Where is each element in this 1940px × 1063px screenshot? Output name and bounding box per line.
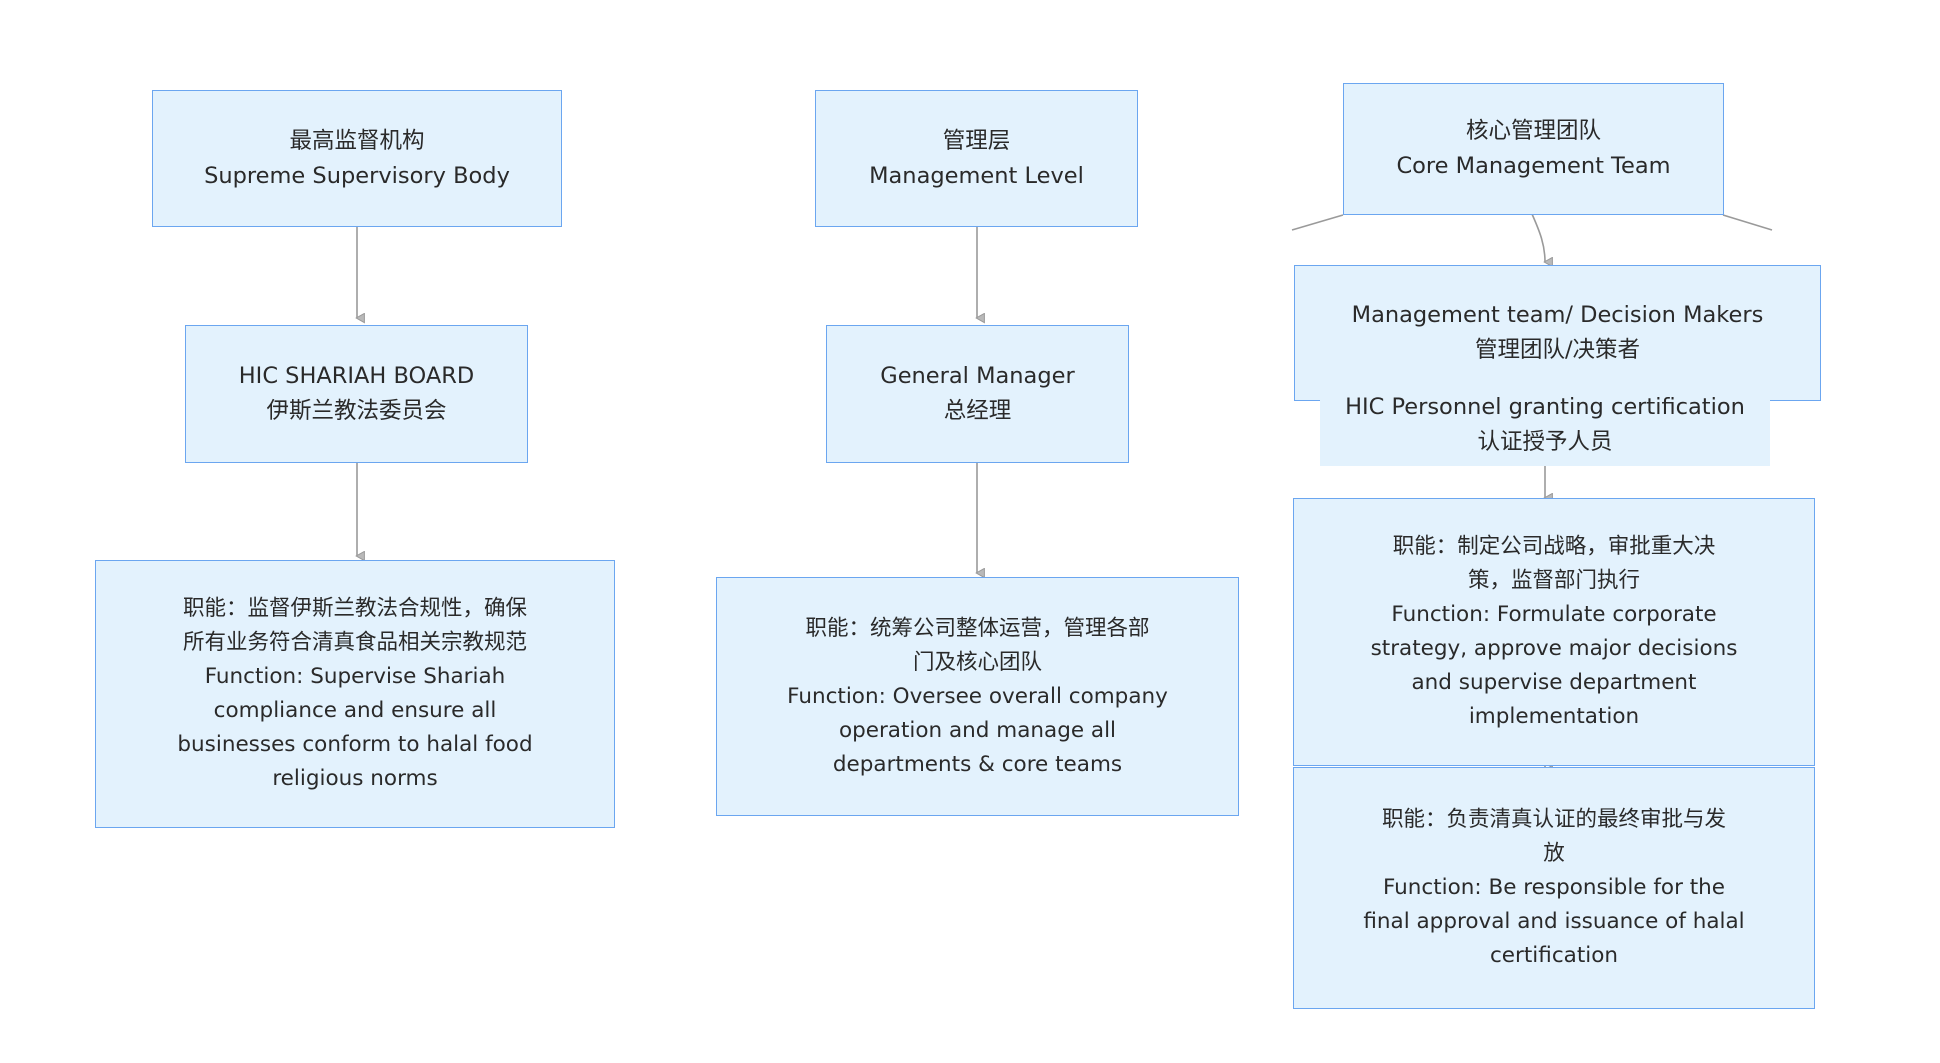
- node-line: 管理层: [942, 127, 1011, 154]
- node-line: compliance and ensure all: [213, 698, 497, 723]
- node-line: final approval and issuance of halal: [1363, 909, 1745, 934]
- node-line: 职能：监督伊斯兰教法合规性，确保: [182, 596, 527, 621]
- node-line: General Manager: [880, 363, 1075, 389]
- node-line: Management Level: [869, 162, 1084, 189]
- node-hic-personnel-function[interactable]: 职能：负责清真认证的最终审批与发 放 Function: Be responsi…: [1293, 767, 1815, 1009]
- node-line: 管理团队/决策者: [1474, 337, 1641, 363]
- node-management-level[interactable]: 管理层 Management Level: [815, 90, 1138, 227]
- node-line: Management team/ Decision Makers: [1351, 302, 1764, 328]
- node-shariah-board-function[interactable]: 职能：监督伊斯兰教法合规性，确保 所有业务符合清真食品相关宗教规范 Functi…: [95, 560, 615, 828]
- node-supreme-supervisory-body[interactable]: 最高监督机构 Supreme Supervisory Body: [152, 90, 562, 227]
- node-line: Supreme Supervisory Body: [204, 162, 510, 189]
- edge-fan-left: [1291, 214, 1344, 231]
- node-line: and supervise department: [1411, 670, 1697, 695]
- node-management-team-decision-makers[interactable]: Management team/ Decision Makers 管理团队/决策…: [1294, 265, 1821, 401]
- node-line: 职能：统筹公司整体运营，管理各部: [805, 615, 1150, 641]
- node-line: certification: [1489, 943, 1618, 968]
- node-line: strategy, approve major decisions: [1370, 636, 1738, 661]
- node-general-manager[interactable]: General Manager 总经理: [826, 325, 1129, 463]
- node-line: 放: [1543, 841, 1565, 866]
- node-line: departments & core teams: [832, 751, 1123, 777]
- node-line: 职能：负责清真认证的最终审批与发: [1381, 807, 1726, 832]
- node-line: 认证授予人员: [1477, 428, 1613, 455]
- node-core-management-team[interactable]: 核心管理团队 Core Management Team: [1343, 83, 1724, 215]
- node-line: HIC Personnel granting certification: [1345, 393, 1745, 420]
- node-line: 策，监督部门执行: [1467, 568, 1640, 593]
- node-line: 职能：制定公司战略，审批重大决: [1392, 534, 1716, 559]
- node-line: implementation: [1468, 704, 1640, 729]
- edge-core-to-decision-makers: [1531, 213, 1545, 262]
- node-line: Function: Be responsible for the: [1382, 875, 1726, 900]
- node-line: operation and manage all: [838, 717, 1117, 743]
- node-line: 所有业务符合清真食品相关宗教规范: [182, 630, 527, 655]
- node-line: 门及核心团队: [912, 649, 1042, 675]
- node-line: Core Management Team: [1396, 153, 1671, 179]
- node-decision-makers-function[interactable]: 职能：制定公司战略，审批重大决 策，监督部门执行 Function: Formu…: [1293, 498, 1815, 766]
- node-line: 总经理: [943, 398, 1012, 424]
- node-line: 最高监督机构: [289, 127, 425, 154]
- node-hic-personnel-granting-certification[interactable]: HIC Personnel granting certification 认证授…: [1320, 383, 1770, 466]
- node-hic-shariah-board[interactable]: HIC SHARIAH BOARD 伊斯兰教法委员会: [185, 325, 528, 463]
- edge-fan-right: [1722, 214, 1773, 231]
- node-line: 伊斯兰教法委员会: [266, 398, 447, 424]
- node-line: businesses conform to halal food: [177, 732, 533, 757]
- node-line: religious norms: [272, 766, 438, 791]
- node-line: Function: Oversee overall company: [787, 683, 1168, 709]
- node-line: 核心管理团队: [1465, 118, 1601, 144]
- node-line: HIC SHARIAH BOARD: [238, 363, 475, 389]
- node-general-manager-function[interactable]: 职能：统筹公司整体运营，管理各部 门及核心团队 Function: Overse…: [716, 577, 1239, 816]
- node-line: Function: Formulate corporate: [1391, 602, 1717, 627]
- node-line: Function: Supervise Shariah: [204, 664, 506, 689]
